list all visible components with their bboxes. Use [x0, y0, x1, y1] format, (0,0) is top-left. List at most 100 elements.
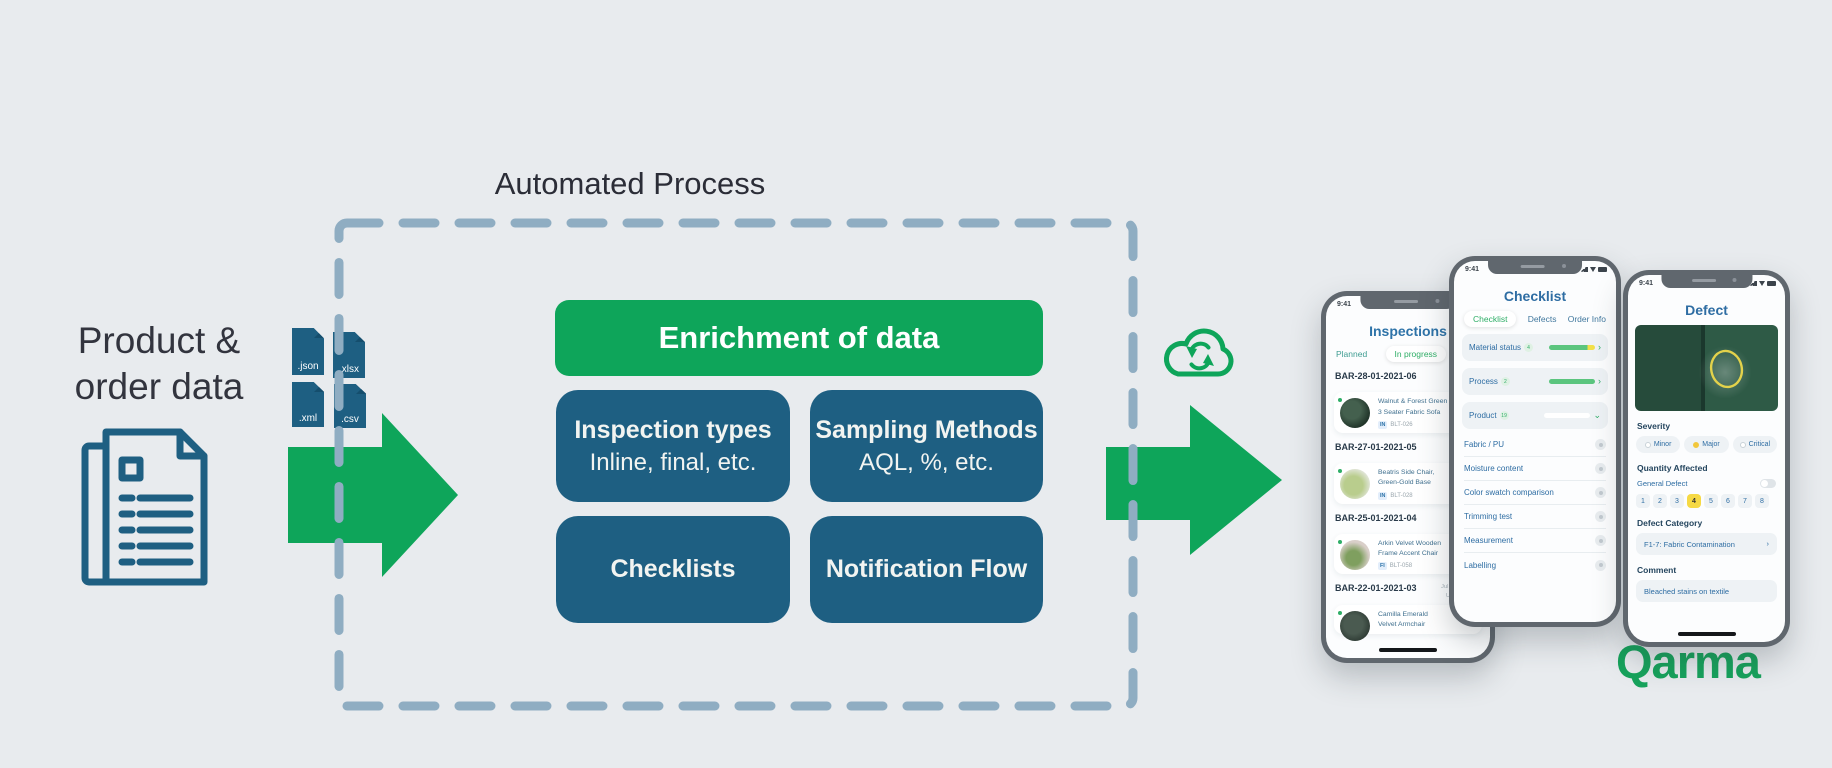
camera-circle-icon[interactable]	[1595, 463, 1606, 474]
count-badge: 2	[1500, 377, 1510, 386]
general-defect-label: General Defect	[1637, 479, 1688, 488]
checklist-group-material-status[interactable]: Material status 4 ›	[1462, 334, 1608, 361]
box-subtitle: Inline, final, etc.	[589, 448, 757, 476]
phone-notch	[1488, 261, 1582, 274]
quantity-chip-selected[interactable]: 4	[1687, 494, 1701, 508]
product-ref: BLT-028	[1390, 492, 1413, 499]
product-ref: BLT-026	[1390, 421, 1413, 428]
status-dot	[1338, 398, 1342, 403]
camera-circle-icon[interactable]	[1595, 511, 1606, 522]
phone-defect: 9:41 Defect Severity Minor	[1623, 270, 1790, 647]
status-time: 9:41	[1337, 301, 1352, 308]
inspection-type-badge: IN	[1378, 420, 1388, 429]
group-label: Material status	[1469, 343, 1522, 352]
product-name: Frame Accent Chair	[1378, 550, 1439, 558]
quantity-chip[interactable]: 7	[1738, 494, 1752, 508]
camera-circle-icon[interactable]	[1595, 439, 1606, 450]
severity-critical[interactable]: Critical	[1732, 436, 1777, 453]
quantity-chip[interactable]: 5	[1704, 494, 1718, 508]
tab-in-progress[interactable]: In progress	[1385, 346, 1447, 362]
inspection-type-badge: FI	[1378, 562, 1387, 571]
tab-defects[interactable]: Defects	[1527, 314, 1557, 324]
tab-checklist[interactable]: Checklist	[1464, 311, 1517, 327]
group-label: Process	[1469, 377, 1498, 386]
chevron-right-icon: ›	[1766, 539, 1770, 549]
checklist-group-process[interactable]: Process 2 ›	[1462, 368, 1608, 395]
cloud-sync-icon	[1164, 328, 1234, 377]
severity-minor[interactable]: Minor	[1636, 436, 1681, 453]
general-defect-toggle[interactable]	[1760, 479, 1776, 488]
tab-planned[interactable]: Planned	[1336, 349, 1368, 359]
checklist-item[interactable]: Color swatch comparison	[1464, 481, 1606, 505]
severity-major[interactable]: Major	[1684, 436, 1729, 453]
general-defect-row: General Defect	[1637, 479, 1776, 488]
source-data-label: Product & order data	[28, 318, 290, 410]
checklist-item[interactable]: Trimming test	[1464, 505, 1606, 529]
comment-label: Comment	[1637, 565, 1677, 575]
defect-category-select[interactable]: F1-7: Fabric Contamination ›	[1636, 533, 1777, 555]
product-name: Green-Gold Base	[1378, 479, 1431, 487]
product-name: Beatris Side Chair,	[1378, 469, 1435, 477]
camera-circle-icon[interactable]	[1595, 487, 1606, 498]
status-icons	[1750, 281, 1776, 286]
battery-icon	[1767, 281, 1776, 286]
severity-option-label: Critical	[1748, 441, 1771, 448]
source-label-line2: order data	[74, 365, 244, 407]
camera-circle-icon[interactable]	[1595, 535, 1606, 546]
comment-input[interactable]: Bleached stains on textile	[1636, 580, 1777, 602]
item-label: Measurement	[1464, 536, 1513, 545]
status-dot	[1338, 539, 1342, 544]
item-label: Moisture content	[1464, 464, 1524, 473]
document-icon	[81, 428, 208, 586]
status-dot	[1338, 469, 1342, 474]
radio-icon	[1644, 441, 1651, 448]
checklist-item[interactable]: Labelling	[1464, 553, 1606, 577]
chevron-right-icon: ›	[1598, 376, 1601, 386]
source-label-line1: Product &	[77, 320, 241, 361]
item-label: Fabric / PU	[1464, 440, 1505, 449]
quantity-chip[interactable]: 6	[1721, 494, 1735, 508]
page-title: Checklist	[1503, 288, 1567, 304]
file-badge-json-icon: .json	[292, 328, 324, 375]
product-photo	[1340, 469, 1370, 500]
product-name: Walnut & Forest Green	[1378, 398, 1448, 406]
inspection-id: BAR-28-01-2021-06	[1335, 371, 1417, 381]
inspection-id: BAR-27-01-2021-05	[1335, 441, 1417, 452]
box-title: Checklists	[610, 555, 736, 584]
inspection-id: BAR-22-01-2021-03	[1335, 583, 1417, 594]
defect-category-label: Defect Category	[1637, 518, 1703, 528]
radio-icon	[1739, 441, 1746, 448]
defect-photo[interactable]	[1635, 325, 1778, 411]
signal-icon	[1581, 267, 1588, 272]
process-box-sampling-methods: Sampling Methods AQL, %, etc.	[810, 390, 1043, 502]
checklist-group-product[interactable]: Product 19 ⌄	[1462, 402, 1608, 429]
wifi-icon	[1590, 267, 1596, 272]
progress-bar	[1549, 345, 1595, 350]
count-badge: 19	[1499, 411, 1509, 420]
severity-label: Severity	[1637, 421, 1671, 431]
status-icons	[1581, 267, 1607, 272]
checklist-item[interactable]: Moisture content	[1464, 457, 1606, 481]
quantity-chip[interactable]: 2	[1653, 494, 1667, 508]
speaker-icon	[1393, 300, 1418, 303]
camera-icon	[1732, 278, 1737, 282]
enrichment-box: Enrichment of data	[555, 300, 1043, 376]
camera-icon	[1561, 264, 1566, 268]
inspection-id: BAR-25-01-2021-04	[1335, 512, 1417, 523]
progress-bar	[1549, 379, 1595, 384]
severity-options: Minor Major Critical	[1636, 436, 1777, 453]
process-title: Automated Process	[494, 166, 766, 201]
status-time: 9:41	[1639, 280, 1654, 287]
quantity-chip[interactable]: 1	[1636, 494, 1650, 508]
checklist-item[interactable]: Fabric / PU	[1464, 433, 1606, 457]
page-title: Defect	[1685, 302, 1728, 318]
quantity-chip[interactable]: 8	[1755, 494, 1769, 508]
quantity-chip[interactable]: 3	[1670, 494, 1684, 508]
camera-circle-icon[interactable]	[1595, 559, 1606, 571]
phone-checklist: 9:41 Checklist Checklist Defects Order I…	[1449, 256, 1621, 627]
product-photo	[1340, 610, 1370, 641]
severity-option-label: Major	[1702, 441, 1720, 448]
tab-order-info[interactable]: Order Info	[1567, 314, 1606, 324]
checklist-item[interactable]: Measurement	[1464, 529, 1606, 553]
